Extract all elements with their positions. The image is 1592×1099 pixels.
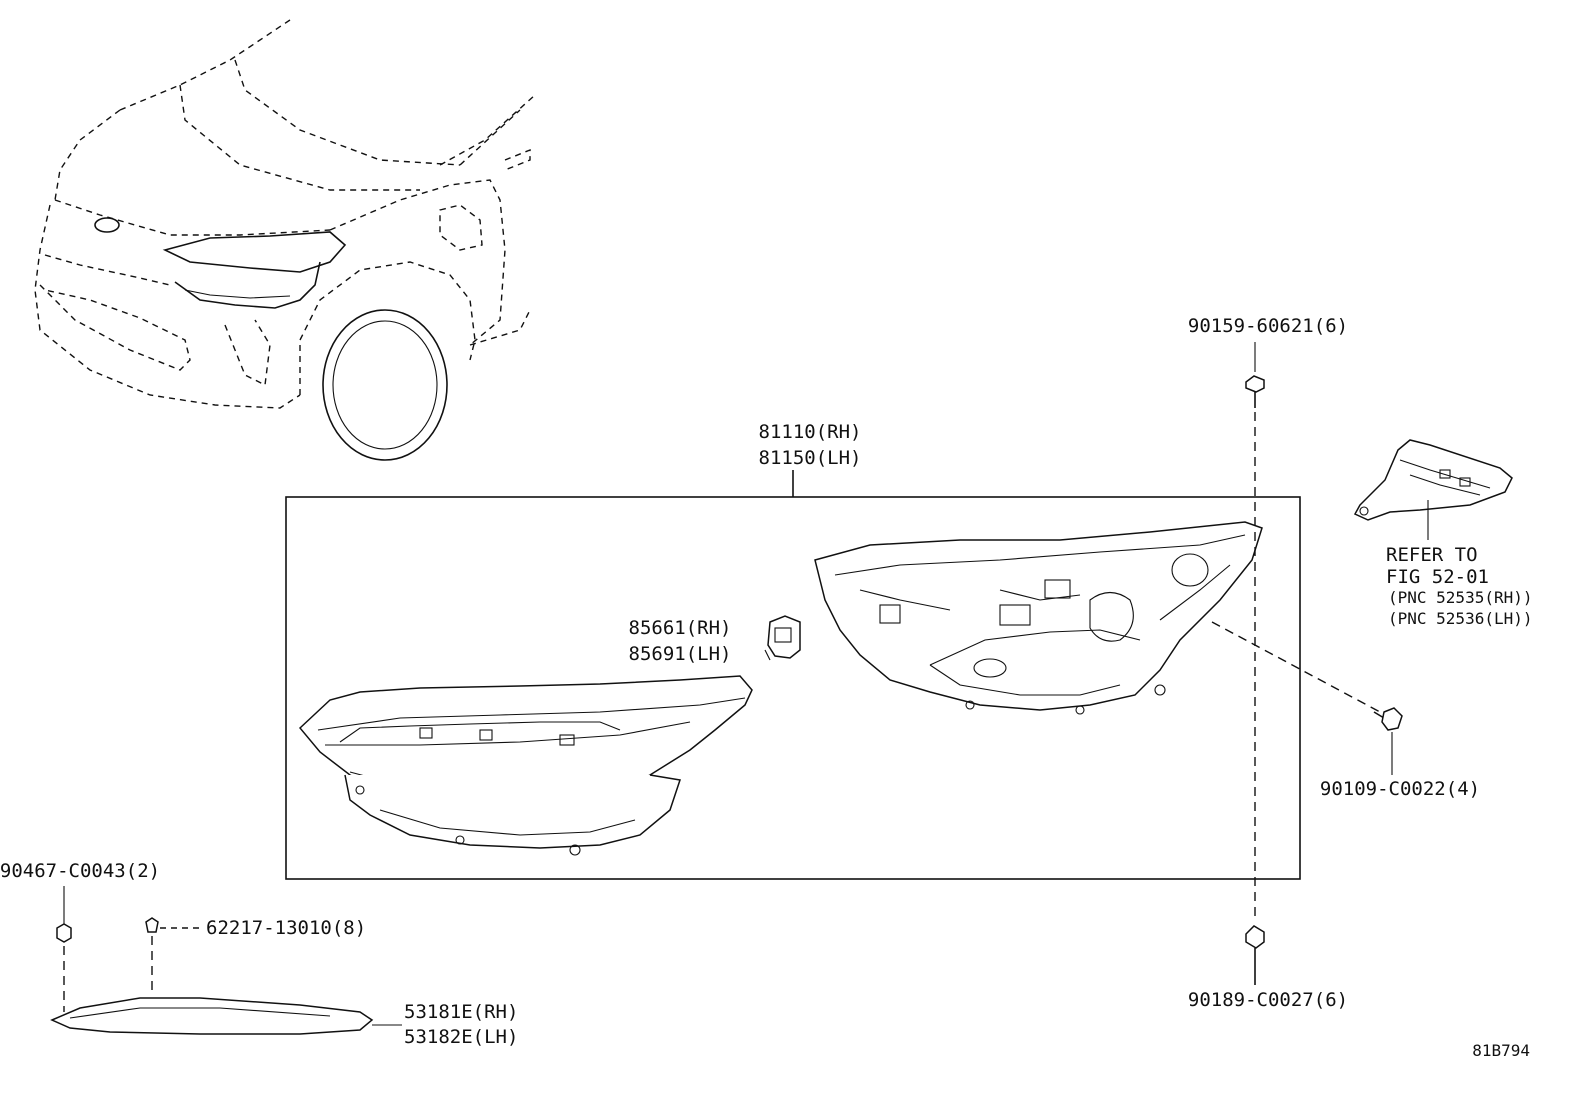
- label-screw-right: 90109-C0022(4): [1320, 778, 1480, 800]
- headlamp-cover-part: [50, 997, 374, 1035]
- label-headlamp-rh: 81110(RH): [759, 421, 862, 443]
- vehicle-front-illustration: [34, 19, 536, 461]
- leveling-actuator-part: [764, 615, 801, 661]
- label-refer-to: REFER TO: [1386, 544, 1478, 566]
- headlamp-rear-view: [814, 521, 1263, 715]
- label-clip: 62217-13010(8): [206, 917, 366, 939]
- label-cover-lh: 53182E(LH): [404, 1026, 518, 1048]
- label-nut-left: 90467-C0043(2): [0, 860, 160, 882]
- label-cover-rh: 53181E(RH): [404, 1001, 518, 1023]
- headlamp-front-view: [298, 675, 753, 856]
- label-refer-fig: FIG 52-01: [1386, 566, 1489, 588]
- label-actuator-rh: 85661(RH): [629, 617, 732, 639]
- headlamp-bracket-part: [1353, 439, 1513, 540]
- label-actuator-lh: 85691(LH): [629, 643, 732, 665]
- label-pnc-lh: (PNC 52536(LH)): [1388, 609, 1533, 628]
- screw-right-part: [1373, 707, 1403, 731]
- label-bolt-top: 90159-60621(6): [1188, 315, 1348, 337]
- clip-part: [145, 917, 159, 933]
- label-bolt-bottom: 90189-C0027(6): [1188, 989, 1348, 1011]
- bolt-bottom-part: [1245, 925, 1265, 985]
- label-headlamp-lh: 81150(LH): [759, 447, 862, 469]
- bolt-top-part: [1245, 375, 1265, 408]
- nut-left-part: [56, 923, 72, 943]
- label-pnc-rh: (PNC 52535(RH)): [1388, 588, 1533, 607]
- figure-code: 81B794: [1472, 1041, 1530, 1060]
